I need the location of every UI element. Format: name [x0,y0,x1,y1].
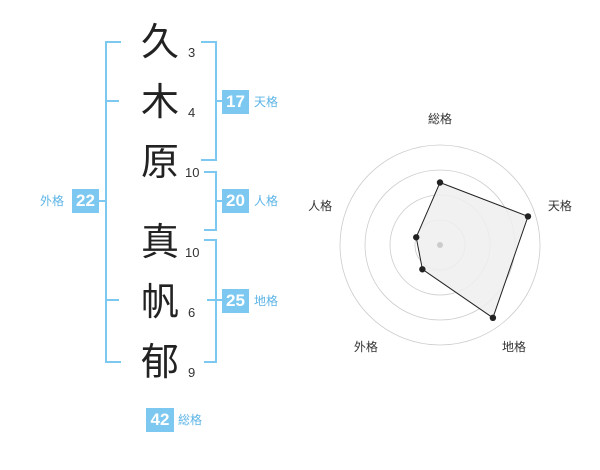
jinkaku-label: 人格 [254,194,279,208]
gaikaku-connector [98,200,107,202]
chikaku-badge: 25 [222,289,249,313]
radar-point-3 [419,266,426,273]
soukaku-label: 総格 [178,413,203,427]
stroke-count-3: 10 [185,165,200,180]
kanji-2: 木 [140,80,179,124]
gaikaku-bracket [105,41,121,363]
gaikaku-label: 外格 [40,194,65,208]
kanji-3: 原 [140,140,179,184]
radar-point-2 [489,314,497,322]
gaikaku-tick-2 [107,299,119,301]
radar-label-1: 天格 [548,198,572,213]
jinkaku-connector [215,200,223,202]
radar-point-4 [413,234,420,241]
radar-point-1 [524,213,532,220]
tenkaku-badge: 17 [222,90,249,114]
kanji-4: 真 [140,220,179,264]
radar-polygon [415,181,529,319]
tenkaku-connector [215,100,223,102]
stroke-count-4: 10 [185,245,200,260]
gaikaku-badge: 22 [72,189,99,213]
gaikaku-tick-1 [107,100,119,102]
kanji-1: 久 [140,20,179,64]
radar-center-dot [437,242,443,248]
jinkaku-badge: 20 [222,189,249,213]
stroke-count-1: 3 [188,45,196,60]
chikaku-label: 地格 [254,294,279,308]
radar-label-0: 総格 [428,111,452,126]
stroke-count-5: 6 [188,305,196,320]
radar-label-4: 人格 [308,198,332,213]
kanji-5: 帆 [140,280,179,324]
chikaku-bracket [204,239,217,363]
radar-label-2: 地格 [502,339,526,354]
radar-ring-4 [339,144,541,346]
soukaku-badge: 42 [146,408,174,432]
tenkaku-label: 天格 [254,95,279,109]
kanji-6: 郁 [140,340,179,384]
stroke-count-6: 9 [188,365,196,380]
chikaku-connector [207,299,223,301]
radar-label-3: 外格 [354,339,378,354]
radar-points [413,179,532,322]
radar-point-0 [436,179,444,186]
stroke-count-2: 4 [188,105,196,120]
